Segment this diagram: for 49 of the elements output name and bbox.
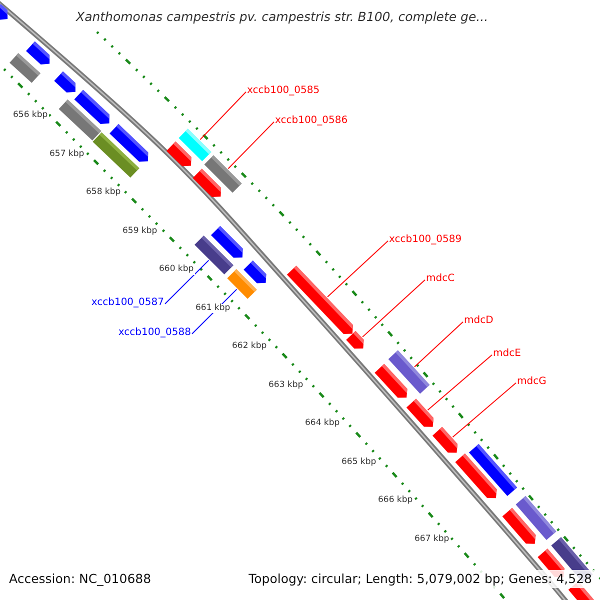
gene-block: [406, 398, 434, 427]
gene-label: xccb100_0587: [91, 297, 164, 308]
gene-label: mdcG: [517, 376, 546, 388]
leader-line: [427, 354, 492, 411]
leader-line: [362, 279, 426, 338]
footer-text: Accession: NC_010688: [9, 572, 152, 586]
gene-label: mdcE: [493, 348, 521, 360]
gene-block: [374, 364, 408, 398]
gene-block: [455, 454, 497, 498]
gene-block: [244, 260, 266, 284]
scale-label: 658 kbp: [85, 188, 122, 198]
scale-label: 662 kbp: [231, 342, 268, 352]
scale-label: 659 kbp: [122, 226, 158, 236]
gene-label: xccb100_0585: [247, 85, 320, 96]
scale-label: 660 kbp: [158, 265, 195, 275]
gene-block: [432, 426, 458, 453]
leader-line: [164, 260, 210, 304]
gene-block: [10, 53, 40, 83]
leader-line: [414, 321, 464, 368]
gene-block: [502, 508, 536, 544]
scale-label: 666 kbp: [377, 496, 414, 506]
scale-label: 664 kbp: [304, 419, 341, 429]
scale-label: 661 kbp: [194, 304, 232, 314]
leader-line: [228, 121, 274, 170]
gene-block: [92, 132, 140, 178]
gene-block: [54, 71, 76, 92]
gene-label: xccb100_0586: [275, 115, 348, 126]
leader-line: [200, 91, 246, 140]
scale-label: 656 kbp: [12, 111, 49, 121]
gene-block: [227, 269, 257, 299]
gene-block: [58, 100, 102, 140]
gene-label: xccb100_0588: [118, 327, 191, 338]
gene-block: [346, 331, 364, 349]
gene-label: mdcC: [426, 273, 455, 284]
scale-label: 665 kbp: [340, 458, 378, 468]
gene-label: mdcD: [464, 315, 494, 326]
gene-block: [286, 266, 353, 334]
gene-block: [0, 4, 8, 20]
leader-line: [327, 240, 388, 298]
leader-line: [452, 382, 516, 438]
gene-block: [166, 142, 192, 166]
title: Xanthomonas campestris pv. campestris str. B100, complete ge...: [76, 10, 488, 24]
gene-label: xccb100_0589: [389, 234, 462, 246]
gene-block: [26, 41, 50, 65]
gene-block: [192, 168, 222, 197]
scale-label: 657 kbp: [48, 150, 86, 160]
gene-block: [194, 236, 234, 274]
scale-label: 663 kbp: [268, 380, 304, 390]
scale-label: 667 kbp: [414, 534, 450, 544]
